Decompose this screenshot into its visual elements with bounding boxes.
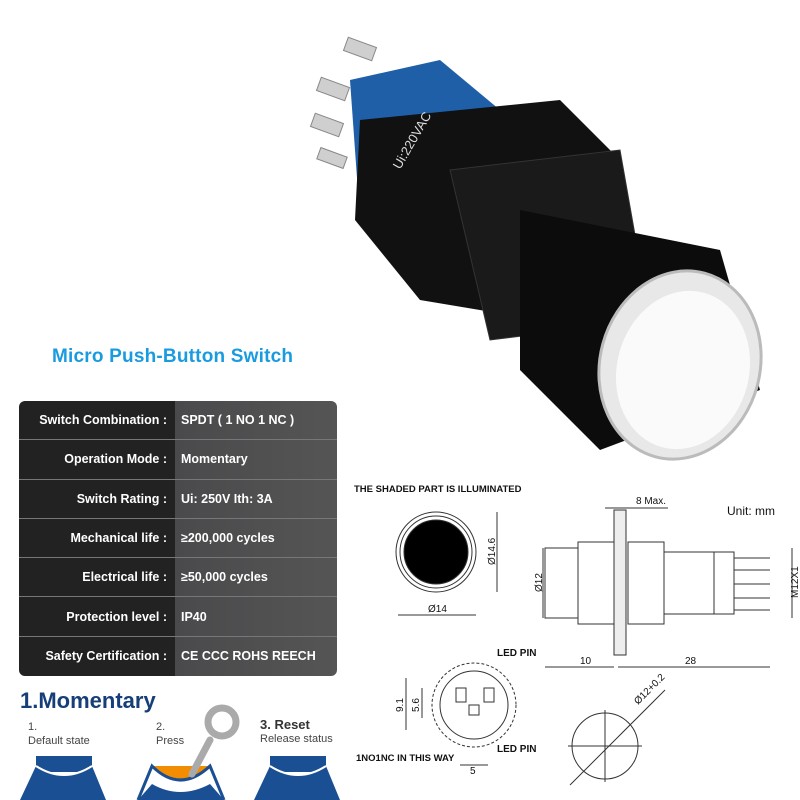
spec-row: Switch Rating : Ui: 250V Ith: 3A [19, 480, 337, 519]
spec-row: Safety Certification : CE CCC ROHS REECH [19, 637, 337, 676]
spec-value: Ui: 250V Ith: 3A [181, 491, 273, 506]
finger-press-icon [188, 704, 240, 778]
spec-row: Operation Mode : Momentary [19, 440, 337, 480]
dimension-drawing: THE SHADED PART IS ILLUMINATED Unit: mm … [354, 484, 800, 786]
spec-value: ≥200,000 cycles [181, 531, 275, 546]
spec-value: Momentary [181, 452, 248, 467]
spec-row: Mechanical life : ≥200,000 cycles [19, 519, 337, 559]
spec-label: Mechanical life : [70, 531, 167, 546]
switch-pins [309, 36, 378, 170]
side-view [542, 507, 793, 668]
dim-m12: M12X1 [790, 566, 800, 598]
dim-9-1: 9.1 [395, 698, 406, 712]
wiring-note: 1NO1NC IN THIS WAY [356, 753, 455, 764]
panel-hole [568, 689, 666, 786]
product-photo: Ui:220VAC [309, 36, 763, 461]
dim-14-6: Ø14.6 [487, 537, 498, 565]
spec-row: Switch Combination : SPDT ( 1 NO 1 NC ) [19, 401, 337, 441]
dim-hole: Ø12+0.2 [632, 672, 667, 707]
spec-label: Electrical life : [82, 570, 167, 585]
button-default-icon [20, 756, 106, 800]
button-pressed-icon [136, 763, 226, 800]
step-number: 3. Reset [260, 717, 310, 732]
step-number: 1. [28, 721, 38, 733]
momentary-heading: 1.Momentary [20, 688, 156, 713]
spec-label: Switch Combination : [39, 413, 167, 428]
button-reset-icon [254, 756, 340, 800]
spec-label: Switch Rating : [76, 491, 167, 506]
dim-8-max: 8 Max. [636, 496, 666, 507]
spec-row: Electrical life : ≥50,000 cycles [19, 558, 337, 598]
shaded-note: THE SHADED PART IS ILLUMINATED [354, 484, 522, 495]
spec-table: Switch Combination : SPDT ( 1 NO 1 NC ) O… [19, 401, 337, 676]
spec-value: CE CCC ROHS REECH [181, 649, 316, 664]
front-view [395, 511, 498, 616]
button-lens [615, 290, 751, 450]
spec-value: IP40 [181, 609, 207, 624]
spec-label: Operation Mode : [64, 452, 167, 467]
dim-5-6: 5.6 [411, 698, 422, 712]
spec-value: SPDT ( 1 NO 1 NC ) [181, 413, 295, 428]
led-pin-top: LED PIN [497, 648, 536, 659]
spec-label: Safety Certification : [45, 649, 167, 664]
step-number: 2. [156, 721, 166, 733]
step-1: 1. Default state [28, 720, 90, 748]
spec-label: Protection level : [66, 609, 167, 624]
dim-10: 10 [580, 656, 592, 667]
led-pin-bottom: LED PIN [497, 744, 536, 755]
dim-28: 28 [685, 656, 697, 667]
dim-5: 5 [470, 766, 476, 777]
momentary-diagram [20, 704, 340, 800]
step-label: Default state [28, 735, 90, 747]
spec-value: ≥50,000 cycles [181, 570, 268, 585]
dim-14: Ø14 [428, 604, 447, 615]
step-2: 2. Press [156, 720, 184, 748]
step-label: Release status [260, 733, 333, 745]
unit-label: Unit: mm [727, 504, 775, 518]
spec-row: Protection level : IP40 [19, 597, 337, 637]
dim-12: Ø12 [534, 573, 545, 592]
pin-view [405, 662, 517, 766]
product-title: Micro Push-Button Switch [52, 346, 294, 367]
step-label: Press [156, 735, 185, 747]
